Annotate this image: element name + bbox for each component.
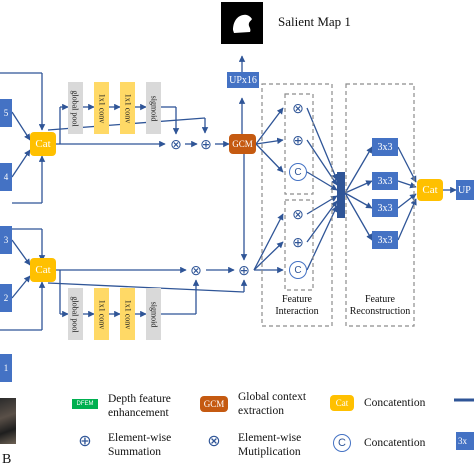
bottom-global-pool: global pool bbox=[68, 288, 83, 340]
legend-cat-text: Concatention bbox=[364, 397, 426, 409]
legend-dfem-badge: DFEM bbox=[72, 399, 98, 409]
legend-sum-icon: ⊕ bbox=[78, 433, 92, 450]
feature-reconstruction-label: Feature Reconstruction bbox=[349, 294, 411, 317]
top-conv1: 1x1 conv bbox=[94, 82, 109, 134]
fi-concat-op-2: C bbox=[289, 261, 307, 279]
top-global-pool: global pool bbox=[68, 82, 83, 134]
stage-block-4: 4 bbox=[0, 163, 12, 191]
legend-mul-icon: ⊗ bbox=[207, 433, 221, 450]
conv-3x3-3: 3x3 bbox=[372, 199, 398, 217]
bird-silhouette-icon bbox=[233, 14, 252, 33]
legend-concat-text: Concatention bbox=[364, 437, 426, 449]
legend-conv-badge: 3x bbox=[456, 432, 474, 450]
upsample-right: UP bbox=[456, 180, 474, 200]
top-sigmoid: sigmoid bbox=[146, 82, 161, 134]
fi-add-op-1: ⊕ bbox=[292, 131, 304, 148]
conv-3x3-4: 3x3 bbox=[372, 231, 398, 249]
fi-add-op-2: ⊕ bbox=[292, 233, 304, 250]
concat-block-top: Cat bbox=[30, 132, 56, 156]
bottom-conv1: 1x1 conv bbox=[94, 288, 109, 340]
top-conv2: 1x1 conv bbox=[120, 82, 135, 134]
gcm-block: GCM bbox=[229, 134, 256, 154]
legend-gcm-text: Global context extraction bbox=[238, 391, 307, 417]
stage-block-2: 2 bbox=[0, 284, 12, 312]
legend-sum-text: Element-wise Summation bbox=[108, 432, 172, 458]
stage-block-1: 1 bbox=[0, 354, 12, 382]
concat-block-right: Cat bbox=[417, 179, 443, 201]
legend-concat-icon: C bbox=[333, 434, 351, 452]
fi-concat-op-1: C bbox=[289, 163, 307, 181]
bottom-sigmoid: sigmoid bbox=[146, 288, 161, 340]
legend-mul-text: Element-wise Mutiplication bbox=[238, 432, 302, 458]
rgb-image-fragment bbox=[0, 398, 16, 444]
fi-multiply-op-2: ⊗ bbox=[292, 205, 304, 222]
salient-map-label: Salient Map 1 bbox=[278, 14, 351, 29]
stage-block-5: 5 bbox=[0, 99, 12, 127]
concat-bar bbox=[337, 172, 345, 218]
conv-3x3-2: 3x3 bbox=[372, 172, 398, 190]
legend-dfem-text: Depth feature enhancement bbox=[108, 393, 171, 419]
bottom-multiply-op: ⊗ bbox=[190, 261, 202, 278]
stage-block-3: 3 bbox=[0, 226, 12, 254]
concat-block-bottom: Cat bbox=[30, 258, 56, 282]
upsample-top: UPx16 bbox=[227, 72, 259, 88]
top-multiply-op: ⊗ bbox=[170, 135, 182, 152]
bottom-add-op: ⊕ bbox=[238, 261, 250, 278]
legend-gcm-badge: GCM bbox=[200, 396, 228, 412]
rgb-label: B bbox=[2, 452, 12, 467]
bottom-conv2: 1x1 conv bbox=[120, 288, 135, 340]
conv-3x3-1: 3x3 bbox=[372, 138, 398, 156]
fi-multiply-op-1: ⊗ bbox=[292, 99, 304, 116]
feature-interaction-label: Feature Interaction bbox=[275, 294, 319, 317]
legend-cat-badge: Cat bbox=[330, 395, 354, 411]
salient-map-image bbox=[221, 2, 263, 44]
top-add-op: ⊕ bbox=[200, 135, 212, 152]
